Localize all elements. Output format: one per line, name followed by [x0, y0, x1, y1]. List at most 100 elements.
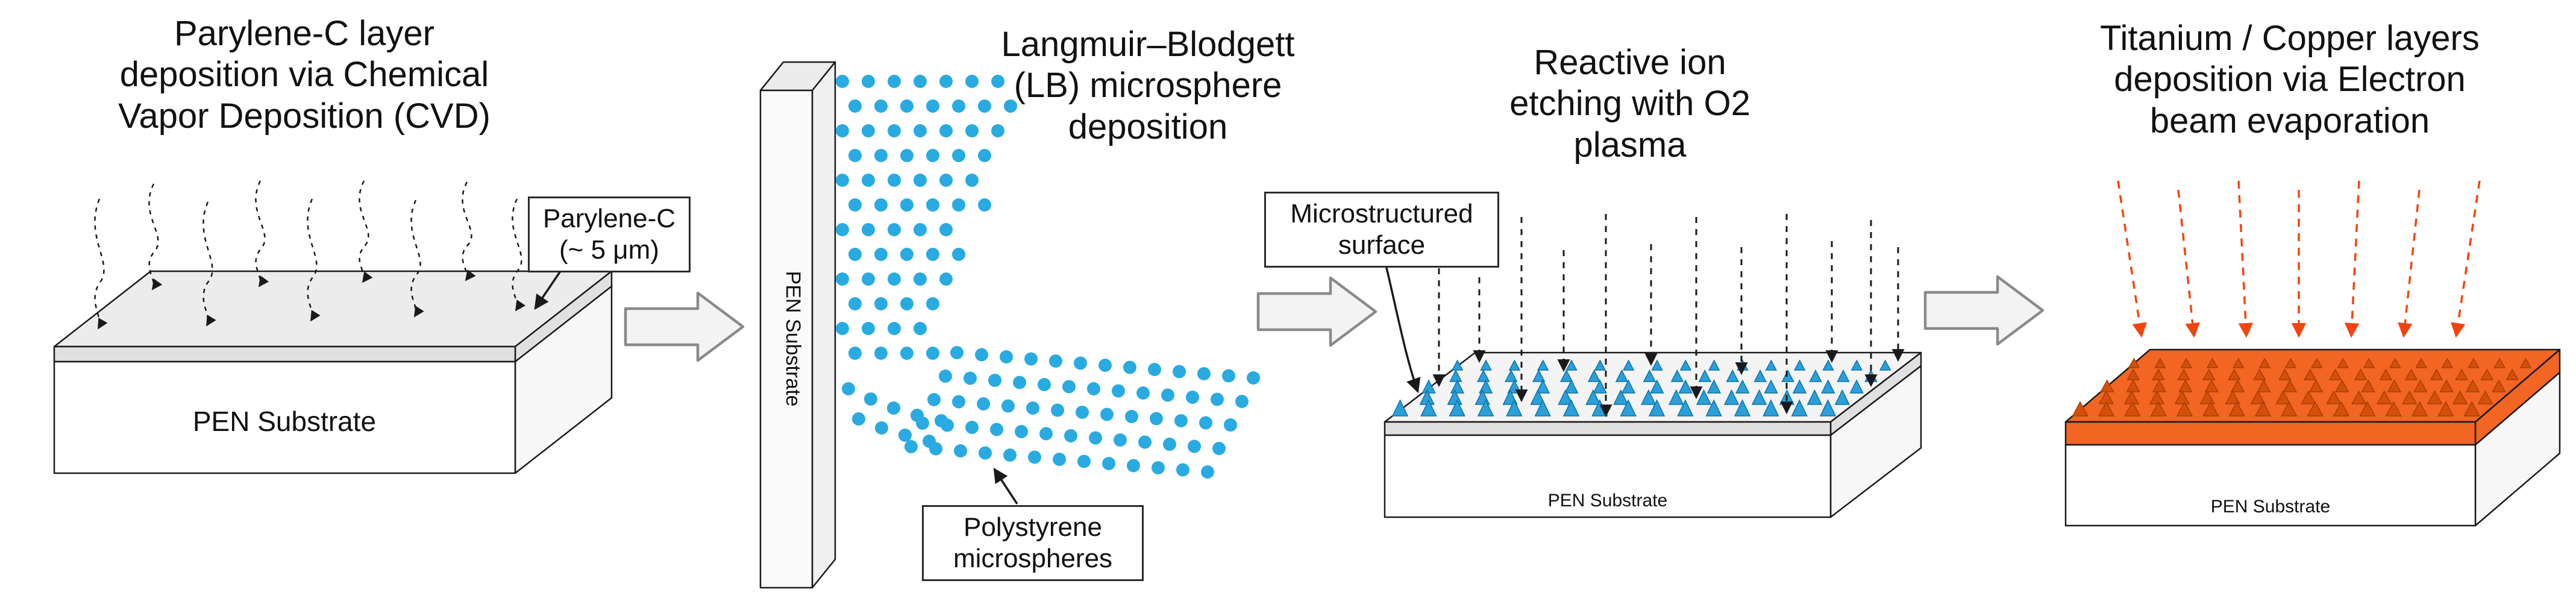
copper-cone: [2505, 368, 2519, 380]
microcone: [1792, 379, 1807, 394]
microsphere: [1024, 352, 1038, 366]
microsphere: [900, 99, 914, 113]
microcone: [1793, 359, 1806, 371]
microsphere: [1062, 380, 1076, 394]
microsphere: [1123, 360, 1136, 374]
copper-cone: [2199, 390, 2215, 404]
microsphere: [1001, 399, 1015, 413]
microcone: [1558, 389, 1573, 405]
microcone: [1735, 379, 1750, 394]
microcone: [1819, 399, 1837, 417]
microsphere: [991, 124, 1004, 137]
microsphere: [1201, 465, 1214, 479]
step1-title-line3: Vapor Deposition (CVD): [118, 96, 490, 136]
copper-cone: [2275, 390, 2291, 404]
microsphere: [939, 272, 953, 286]
step4-title: Titanium / Copper layers deposition via …: [2034, 18, 2546, 142]
vapor-arrow-icon: [94, 198, 108, 330]
step4-title-line1: Titanium / Copper layers: [2100, 19, 2480, 58]
microcone: [1391, 399, 1409, 417]
microcone: [1450, 379, 1465, 394]
copper-cone: [2427, 390, 2443, 404]
copper-cone: [2468, 357, 2480, 368]
copper-cone: [2152, 368, 2165, 380]
microsphere: [939, 223, 953, 236]
microsphere: [926, 99, 939, 113]
copper-cone: [2335, 379, 2349, 392]
copper-cone: [2463, 401, 2480, 417]
copper-cone: [2493, 357, 2505, 368]
microsphere: [900, 297, 914, 310]
vapor-arrow-icon: [255, 180, 269, 288]
microsphere: [1138, 435, 1152, 449]
microcone: [1534, 399, 1551, 417]
microsphere: [1112, 384, 1125, 398]
microcone: [1706, 379, 1722, 394]
parylene-layer-edge-front: [53, 345, 516, 363]
microcone: [1669, 389, 1684, 405]
microsphere: [1188, 439, 1201, 453]
copper-cone: [2311, 357, 2323, 368]
microsphere: [939, 174, 953, 187]
microsphere: [1049, 354, 1062, 368]
microsphere: [952, 149, 965, 162]
substrate1-top-face: [53, 270, 613, 348]
microsphere: [852, 412, 865, 426]
step2-title-line1: Langmuir–Blodgett: [1001, 25, 1295, 64]
microsphere: [1150, 412, 1163, 426]
copper-cone: [2301, 390, 2316, 404]
copper-cone: [2257, 379, 2271, 392]
polystyrene-callout-line1: Polystyrene: [964, 512, 1102, 542]
microsphere: [900, 248, 914, 261]
microsphere: [939, 75, 953, 88]
copper-cone: [2452, 390, 2468, 404]
microcone: [1622, 359, 1635, 371]
microsphere: [1015, 425, 1028, 438]
microsphere: [979, 446, 992, 460]
microsphere: [1173, 365, 1186, 379]
copper-cone: [2387, 379, 2402, 392]
microcone: [1837, 369, 1850, 382]
microcone: [1753, 369, 1767, 382]
microsphere: [977, 397, 990, 410]
copper-cone: [2385, 401, 2402, 417]
polystyrene-callout-line2: microspheres: [953, 543, 1113, 573]
copper-cone: [2415, 357, 2427, 368]
copper-cone: [2333, 401, 2350, 417]
microsphere: [836, 174, 849, 187]
microstructured-callout-arrow-icon: [1385, 265, 1421, 394]
coated-cone-texture: [2072, 357, 2532, 417]
microsphere-array: [836, 75, 1260, 479]
microsphere: [1038, 378, 1051, 391]
copper-cone: [2465, 379, 2480, 392]
microsphere: [1161, 388, 1174, 402]
microsphere: [1186, 391, 1199, 404]
copper-cone: [2154, 357, 2166, 368]
step1-title-line1: Parylene-C layer: [174, 14, 434, 53]
flow-arrow-2-icon: [1256, 276, 1377, 347]
microsphere: [939, 124, 953, 137]
copper-cone: [2174, 390, 2190, 404]
microcone: [1615, 369, 1629, 382]
copper-cone: [2228, 368, 2241, 380]
copper-cone: [2439, 379, 2454, 392]
microcone: [1851, 359, 1863, 371]
microsphere: [965, 421, 979, 434]
copper-cone: [2149, 390, 2165, 404]
microsphere: [848, 149, 862, 162]
microsphere: [975, 348, 988, 362]
microcone: [1477, 399, 1494, 417]
flow-arrow-1-icon: [624, 291, 745, 362]
microsphere: [1224, 418, 1237, 432]
evaporation-beam-icon: [2451, 180, 2481, 338]
substrate1-front-face: [53, 360, 516, 474]
microsphere: [904, 440, 918, 453]
copper-cone: [2152, 379, 2167, 392]
etched-layer-edge-front: [1384, 421, 1832, 436]
microcone: [1734, 399, 1751, 417]
copper-cone: [2389, 357, 2401, 368]
microcone: [1535, 379, 1550, 394]
substrate3-front-face: [1384, 434, 1832, 518]
evaporation-beam-icon: [2398, 189, 2421, 338]
